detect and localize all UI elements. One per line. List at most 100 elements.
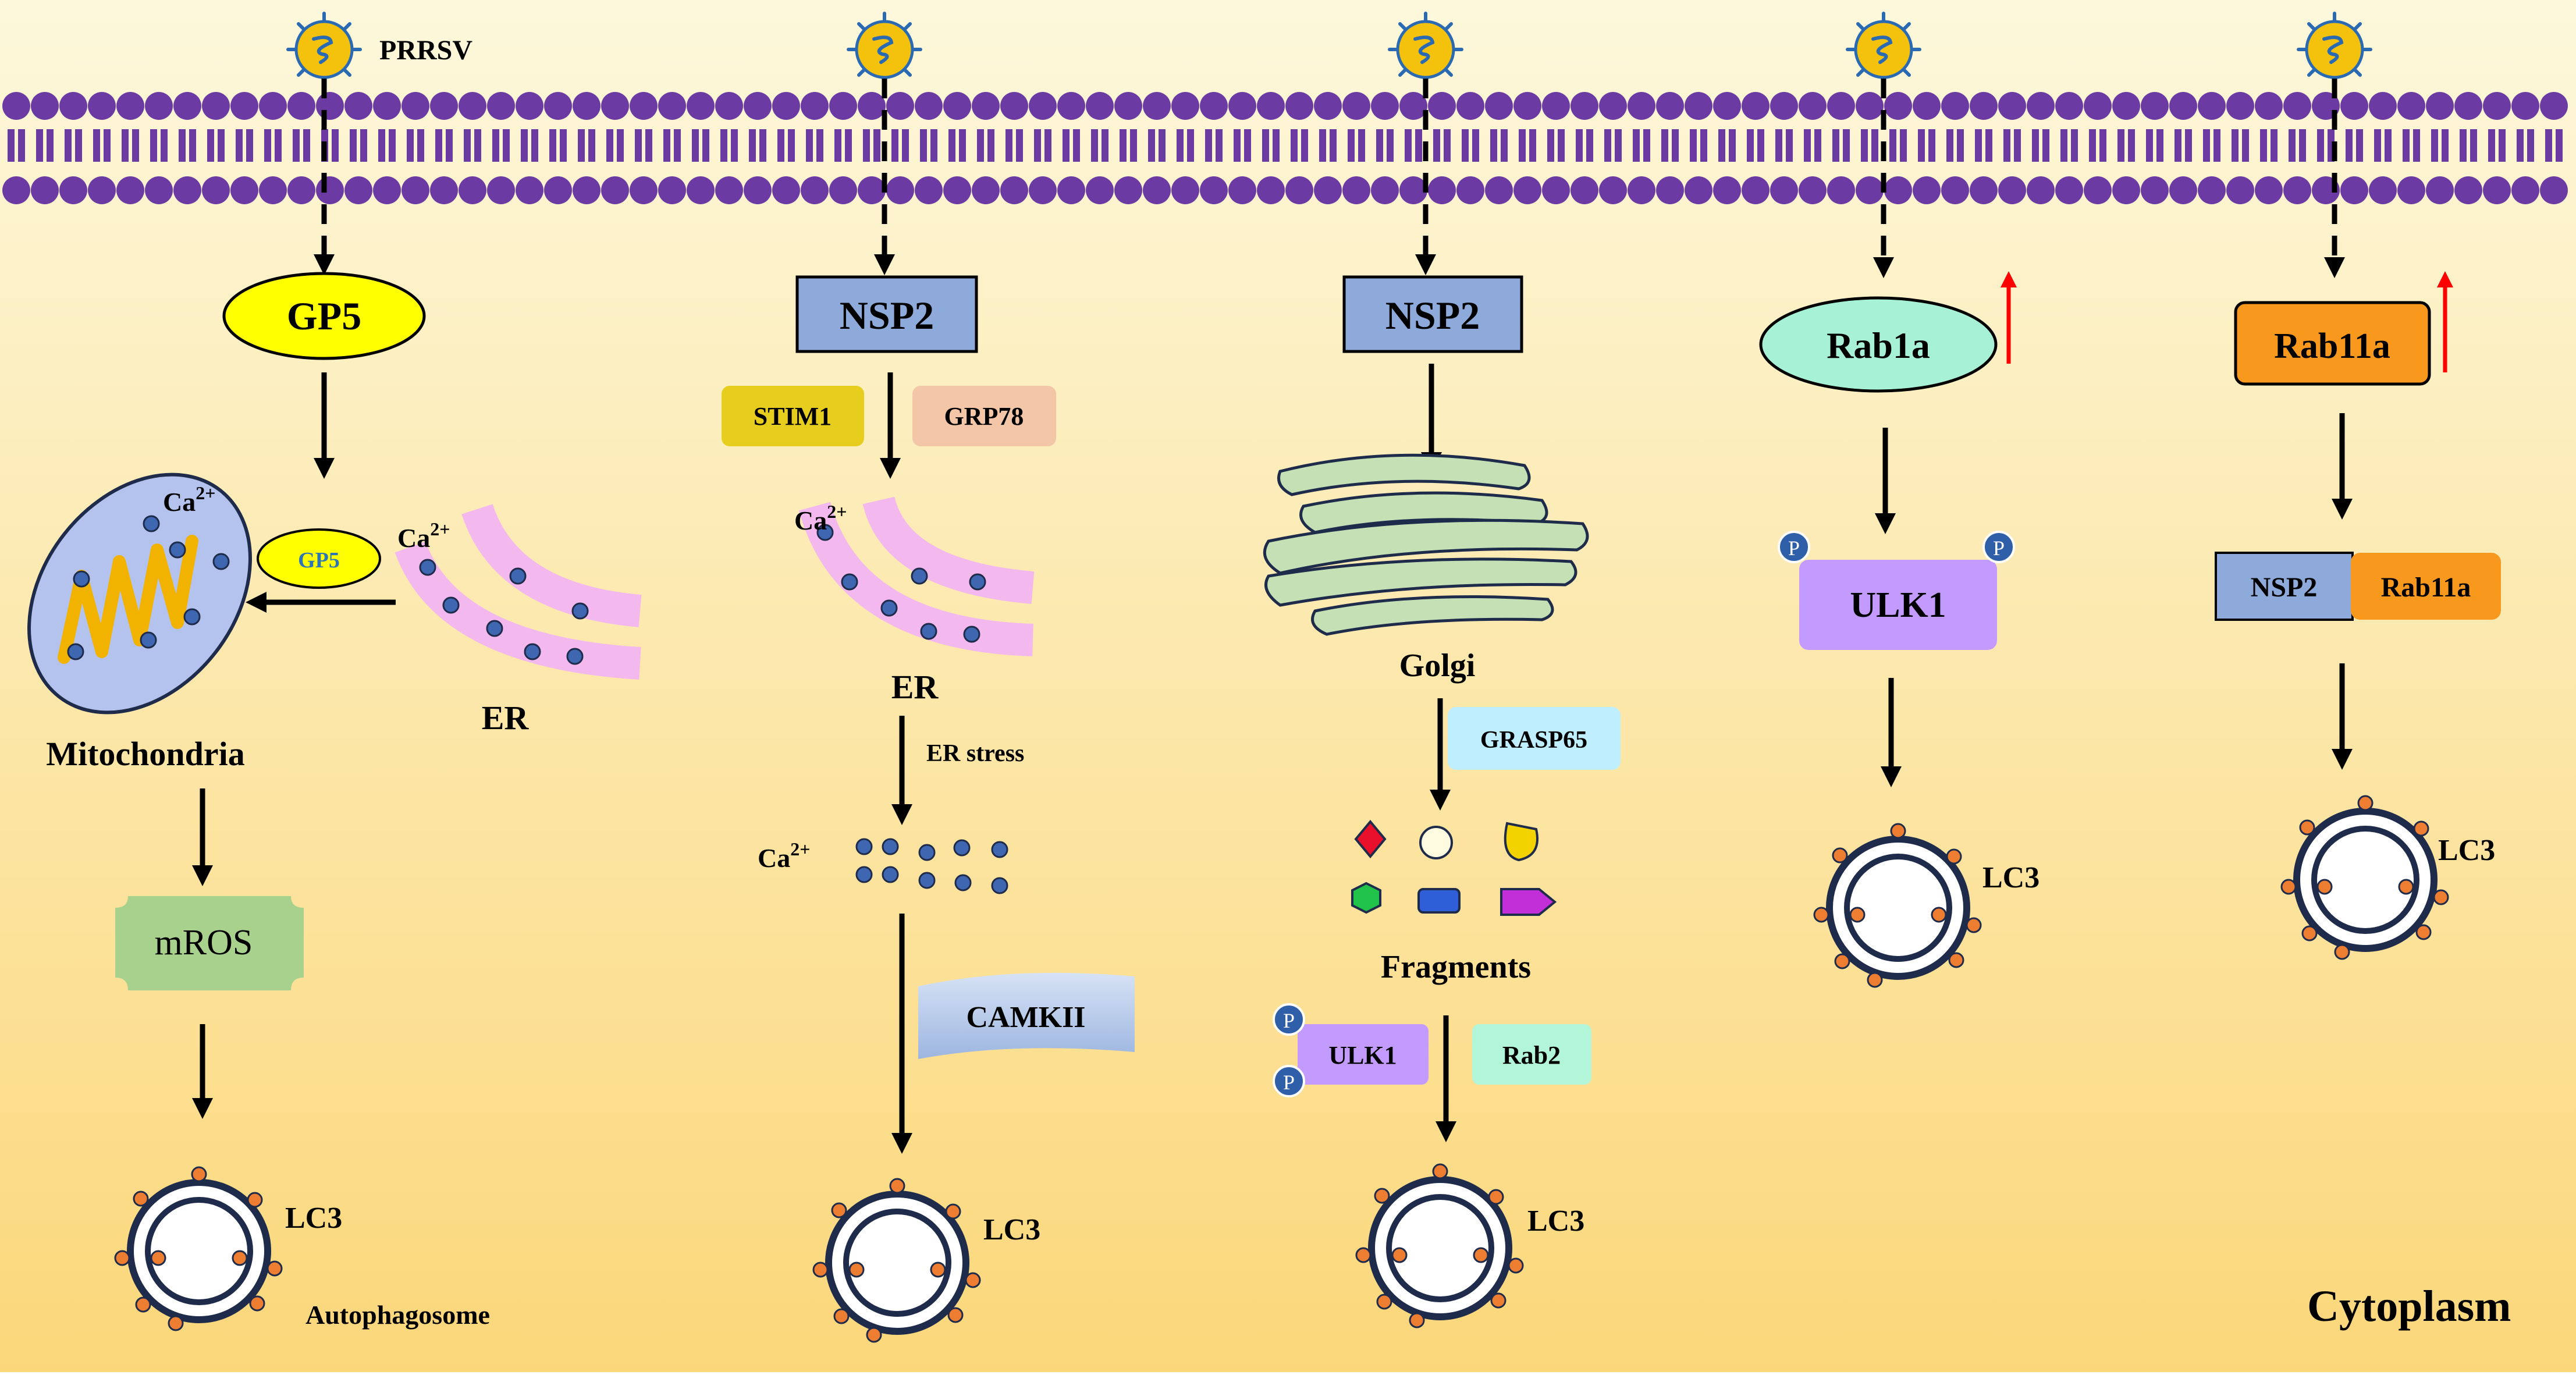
lipid-tail — [948, 129, 955, 162]
calcium-ions — [855, 838, 1008, 894]
lipid-tail — [1273, 129, 1280, 162]
lipid-head — [1456, 176, 1484, 204]
lipid-head — [1998, 176, 2026, 204]
rab1a-label: Rab1a — [1827, 325, 1930, 366]
lipid-tail — [161, 129, 168, 162]
lipid-head — [2169, 176, 2197, 204]
lipid-tail — [75, 129, 82, 162]
lipid-head — [2454, 176, 2482, 204]
lipid-head — [1856, 92, 1884, 120]
lipid-tail — [1918, 129, 1925, 162]
lipid-tail — [2117, 129, 2124, 162]
lipid-tail — [1558, 129, 1565, 162]
lipid-head — [1941, 176, 1969, 204]
lipid-head — [2141, 176, 2169, 204]
lipid-tail — [1900, 129, 1907, 162]
pathway-gp5: PRRSV GP5 Ca2+ GP5 — [27, 13, 642, 1330]
lipid-head — [2027, 92, 2055, 120]
lipid-tail — [407, 129, 414, 162]
lipid-head — [715, 176, 743, 204]
lipid-head — [516, 176, 543, 204]
lipid-tail — [1044, 129, 1051, 162]
lipid-tail — [977, 129, 984, 162]
lipid-tail — [692, 129, 699, 162]
lipid-tail — [275, 129, 282, 162]
lipid-head — [1200, 92, 1228, 120]
rab11a-complex-node — [2351, 553, 2501, 620]
lipid-head — [1656, 176, 1684, 204]
lipid-head — [1000, 176, 1028, 204]
lipid-head — [316, 92, 344, 120]
lipid-tail — [1586, 129, 1593, 162]
lipid-tail — [702, 129, 709, 162]
lipid-head — [1571, 92, 1598, 120]
lipid-tail — [834, 129, 841, 162]
lipid-head — [2226, 92, 2254, 120]
lipid-head — [1913, 176, 1941, 204]
lipid-head — [259, 176, 287, 204]
gp5-inner-node — [257, 528, 381, 589]
lipid-tail — [2232, 129, 2239, 162]
lipid-tail — [179, 129, 186, 162]
lipid-tail — [2156, 129, 2163, 162]
lipid-tail — [2470, 129, 2477, 162]
lipid-tail — [1786, 129, 1793, 162]
lipid-head — [2112, 176, 2140, 204]
virus-icon — [288, 13, 360, 86]
lipid-head — [1086, 92, 1114, 120]
lipid-tail — [1102, 129, 1108, 162]
lipid-head — [2511, 176, 2539, 204]
lipid-head — [2540, 176, 2568, 204]
lipid-tail — [2175, 129, 2181, 162]
er-calcium-label: Ca2+ — [397, 518, 450, 553]
lipid-head — [516, 92, 543, 120]
lipid-tail — [1148, 129, 1155, 162]
lipid-tail — [1433, 129, 1440, 162]
lipid-tail — [1330, 129, 1337, 162]
lipid-tail — [446, 129, 453, 162]
lipid-tail — [788, 129, 795, 162]
lipid-head — [2454, 92, 2482, 120]
lipid-head — [801, 92, 829, 120]
lipid-head — [2483, 176, 2511, 204]
lipid-tail — [1501, 129, 1508, 162]
lipid-tail — [1063, 129, 1070, 162]
cytoplasm-label: Cytoplasm — [2307, 1282, 2511, 1331]
gp5-node — [222, 272, 426, 360]
lipid-head — [1884, 92, 1912, 120]
lipid-tail — [1444, 129, 1451, 162]
lipid-head — [59, 176, 87, 204]
mitochondria-label: Mitochondria — [46, 735, 245, 773]
lipid-head — [1770, 92, 1798, 120]
lipid-head — [1342, 92, 1370, 120]
lipid-tail — [132, 129, 139, 162]
camkii-node — [918, 972, 1135, 1059]
lipid-head — [1314, 92, 1342, 120]
lipid-head — [772, 92, 800, 120]
lipid-head — [1827, 176, 1855, 204]
phospho-label: P — [1993, 537, 2005, 560]
lipid-tail — [2042, 129, 2049, 162]
lipid-tail — [1747, 129, 1754, 162]
lipid-head — [1057, 176, 1085, 204]
lipid-head — [401, 176, 429, 204]
lipid-tail — [2431, 129, 2438, 162]
lipid-head — [1628, 92, 1655, 120]
lipid-tail — [122, 129, 129, 162]
lipid-head — [687, 92, 715, 120]
lipid-head — [344, 92, 372, 120]
lipid-tail — [2356, 129, 2363, 162]
lipid-head — [1941, 92, 1969, 120]
lipid-tail — [930, 129, 937, 162]
lipid-head — [2340, 92, 2368, 120]
lipid-tail — [1843, 129, 1850, 162]
lipid-head — [744, 92, 772, 120]
lipid-tail — [1016, 129, 1023, 162]
lipid-tail — [2146, 129, 2153, 162]
lipid-tail — [2527, 129, 2534, 162]
rab2-label: Rab2 — [1502, 1041, 1561, 1070]
lipid-head — [1143, 176, 1171, 204]
lipid-tail — [645, 129, 652, 162]
phospho-label: P — [1283, 1009, 1295, 1032]
lipid-tail — [578, 129, 585, 162]
